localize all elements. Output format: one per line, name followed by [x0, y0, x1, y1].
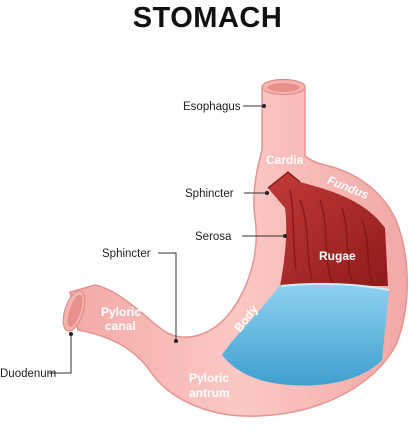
- region-pyloric-antrum-2: antrum: [189, 386, 230, 400]
- stomach-liquid: [222, 283, 389, 386]
- region-pyloric-canal-1: Pyloric: [101, 305, 141, 319]
- label-serosa: Serosa: [195, 231, 232, 243]
- rugae-lining: [268, 172, 388, 286]
- leader-serosa: [242, 234, 287, 238]
- region-pyloric-canal-2: canal: [105, 319, 136, 333]
- label-esophagus: Esophagus: [183, 101, 241, 113]
- label-sphincter-upper: Sphincter: [185, 188, 234, 200]
- leader-sphincter-upper: [244, 191, 269, 195]
- leader-duodenum: [49, 332, 73, 374]
- leader-sphincter-lower: [158, 252, 178, 343]
- leader-esophagus: [243, 104, 266, 108]
- label-duodenum: Duodenum: [0, 368, 56, 380]
- region-pyloric-antrum-1: Pyloric: [189, 371, 229, 385]
- region-cardia: Cardia: [266, 153, 304, 167]
- label-sphincter-lower: Sphincter: [102, 248, 151, 260]
- rugae-folds: [289, 189, 373, 284]
- diagram-title: STOMACH: [132, 2, 283, 34]
- region-rugae: Rugae: [319, 249, 356, 263]
